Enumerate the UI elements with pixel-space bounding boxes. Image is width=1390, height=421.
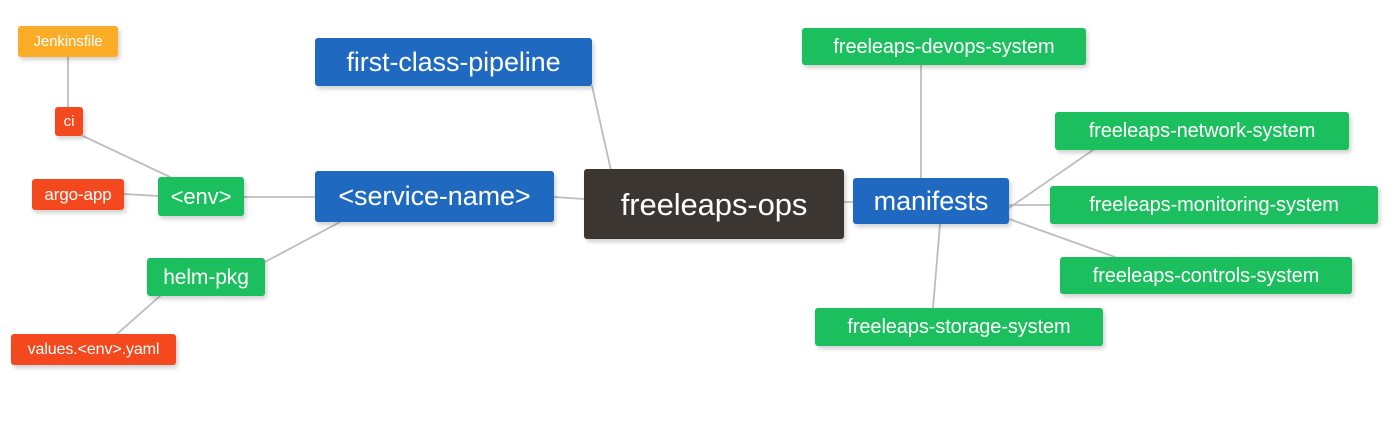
node-label-argo-app: argo-app — [44, 185, 112, 204]
node-freeleaps-devops-system[interactable]: freeleaps-devops-system — [802, 28, 1086, 65]
node-freeleaps-ops[interactable]: freeleaps-ops — [584, 169, 844, 239]
node-label-freeleaps-storage-system: freeleaps-storage-system — [847, 316, 1071, 338]
node-ci[interactable]: ci — [55, 107, 83, 136]
node-label-service-name: <service-name> — [338, 181, 531, 211]
node-first-class-pipeline[interactable]: first-class-pipeline — [315, 38, 592, 86]
node-manifests[interactable]: manifests — [853, 178, 1009, 224]
node-label-freeleaps-devops-system: freeleaps-devops-system — [833, 35, 1055, 58]
node-env[interactable]: <env> — [158, 177, 244, 216]
node-label-freeleaps-monitoring-system: freeleaps-monitoring-system — [1089, 194, 1339, 216]
node-freeleaps-controls-system[interactable]: freeleaps-controls-system — [1060, 257, 1352, 294]
edge-helm-pkg-to-values-yaml — [116, 295, 161, 335]
node-label-freeleaps-ops: freeleaps-ops — [620, 186, 808, 222]
edge-freeleaps-ops-to-first-class-pipeline — [591, 85, 613, 176]
node-label-manifests: manifests — [873, 185, 989, 216]
node-label-ci: ci — [63, 113, 75, 130]
node-jenkinsfile[interactable]: Jenkinsfile — [18, 26, 118, 57]
edge-env-to-ci — [82, 135, 171, 178]
node-service-name[interactable]: <service-name> — [315, 171, 554, 222]
node-freeleaps-network-system[interactable]: freeleaps-network-system — [1055, 112, 1349, 150]
node-label-jenkinsfile: Jenkinsfile — [33, 33, 103, 50]
edge-manifests-to-freeleaps-storage-system — [932, 223, 941, 309]
edge-service-name-to-helm-pkg — [264, 221, 341, 263]
node-argo-app[interactable]: argo-app — [32, 179, 124, 210]
node-label-freeleaps-network-system: freeleaps-network-system — [1088, 120, 1316, 142]
node-label-first-class-pipeline: first-class-pipeline — [346, 46, 561, 77]
edge-manifests-to-freeleaps-controls-system — [1008, 218, 1116, 258]
node-label-helm-pkg: helm-pkg — [163, 265, 249, 289]
node-label-freeleaps-controls-system: freeleaps-controls-system — [1092, 264, 1320, 287]
node-label-env: <env> — [170, 183, 232, 209]
node-helm-pkg[interactable]: helm-pkg — [147, 258, 265, 296]
node-freeleaps-storage-system[interactable]: freeleaps-storage-system — [815, 308, 1103, 346]
node-label-values-yaml: values.<env>.yaml — [27, 340, 160, 358]
edge-env-to-argo-app — [123, 193, 159, 197]
node-values-yaml[interactable]: values.<env>.yaml — [11, 334, 176, 365]
node-freeleaps-monitoring-system[interactable]: freeleaps-monitoring-system — [1050, 186, 1378, 224]
edge-freeleaps-ops-to-service-name — [553, 196, 585, 200]
